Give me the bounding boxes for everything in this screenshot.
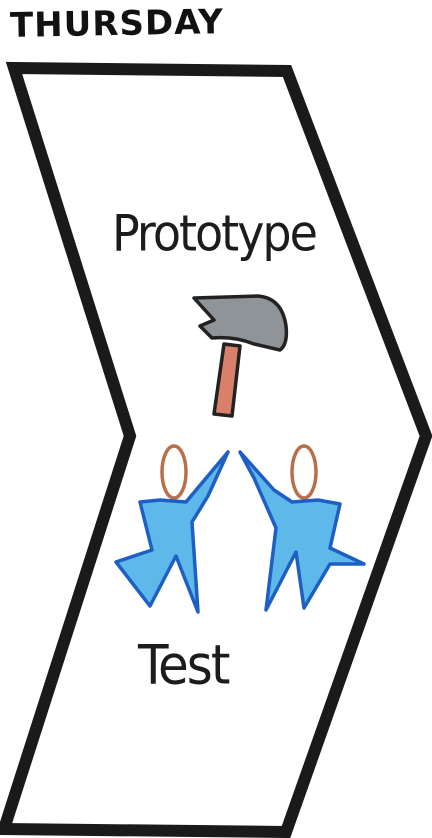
hammer-handle [214, 344, 240, 416]
prototype-label: Prototype [112, 204, 316, 262]
test-label: Test [138, 634, 228, 697]
person-icon [236, 440, 368, 618]
person-body [240, 452, 364, 610]
person-icon [112, 440, 242, 618]
person-body [116, 452, 228, 612]
hammer-icon [184, 288, 296, 422]
person-head [292, 446, 316, 498]
hammer-head [194, 296, 286, 350]
person-head [162, 446, 186, 498]
